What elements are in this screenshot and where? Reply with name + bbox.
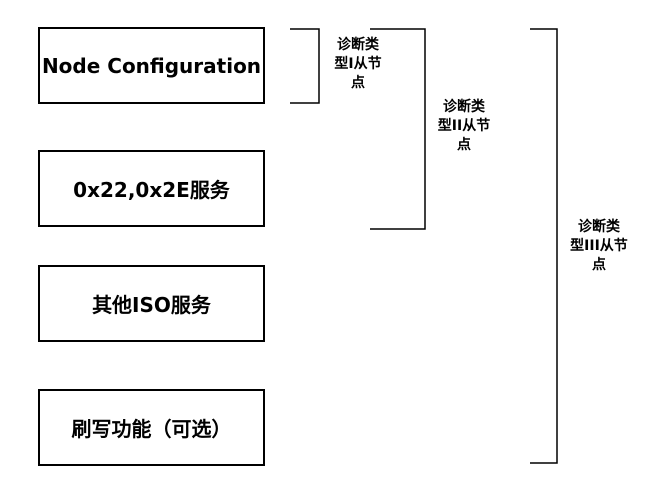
type-3-slave-node-label: 诊断类 型III从节 点 (563, 218, 635, 275)
bracket-type-1 (290, 28, 320, 104)
flash-function-label: 刷写功能（可选） (71, 417, 232, 441)
did-read-write-service-label: 0x22,0x2E服务 (73, 178, 230, 202)
type-3-line-2: 型III从节 (570, 238, 628, 254)
type-2-line-3: 点 (457, 137, 471, 153)
node-configuration-label: Node Configuration (41, 53, 262, 78)
bracket-type-3 (530, 28, 558, 464)
type-2-line-1: 诊断类 (443, 99, 485, 115)
node-configuration-box: Node Configuration (38, 27, 265, 104)
type-1-line-2: 型I从节 (334, 56, 382, 72)
other-iso-service-box: 其他ISO服务 (38, 265, 265, 342)
type-2-line-2: 型II从节 (437, 118, 491, 134)
type-3-line-1: 诊断类 (578, 219, 620, 235)
type-3-line-3: 点 (592, 257, 606, 273)
type-1-line-3: 点 (351, 75, 365, 91)
type-1-slave-node-label: 诊断类 型I从节 点 (322, 36, 394, 93)
type-2-slave-node-label: 诊断类 型II从节 点 (428, 98, 500, 155)
did-read-write-service-box: 0x22,0x2E服务 (38, 150, 265, 227)
type-1-line-1: 诊断类 (337, 37, 379, 53)
flash-function-box: 刷写功能（可选） (38, 389, 265, 466)
bracket-type-2 (370, 28, 426, 230)
other-iso-service-label: 其他ISO服务 (92, 293, 211, 317)
